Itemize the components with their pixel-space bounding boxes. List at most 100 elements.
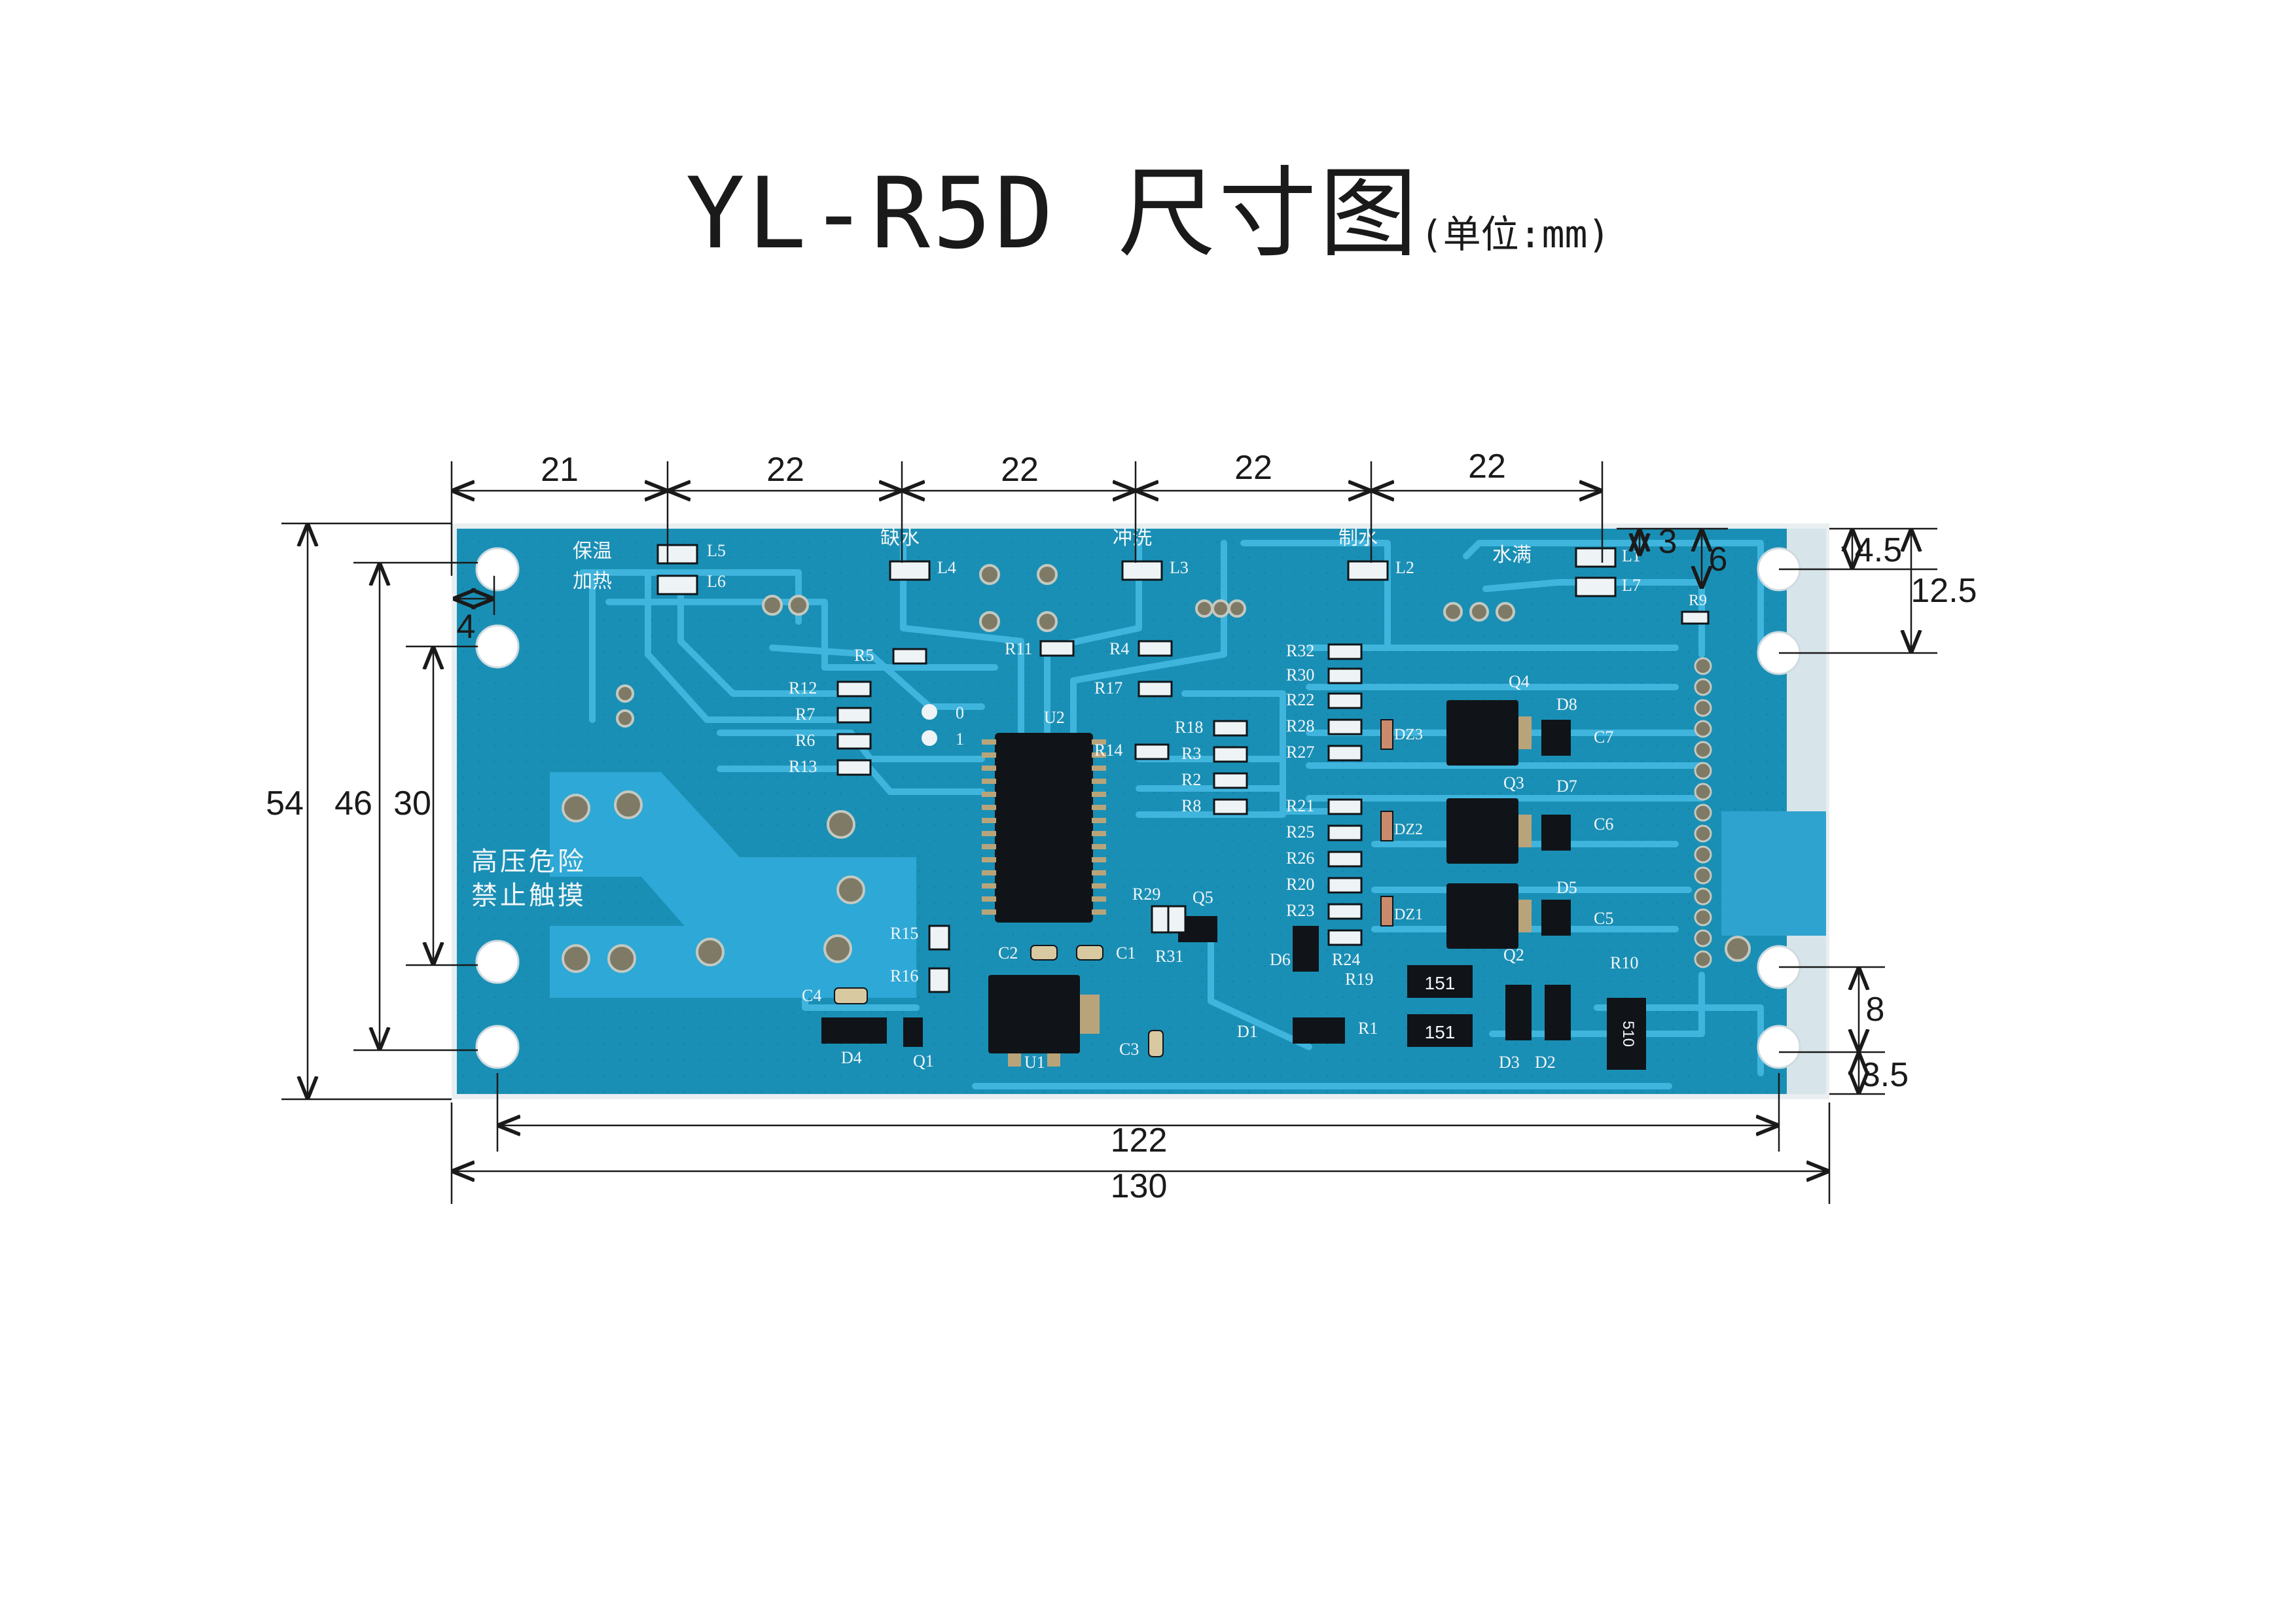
silk-led-name: L6 [707,572,726,591]
silk-ref: R3 [1181,744,1201,763]
silk-ref: DZ1 [1394,906,1423,923]
silk-ref: R1 [1358,1019,1378,1038]
mounting-hole [1757,1025,1801,1069]
dim-height-46: 46 [334,785,372,822]
dim-right-4-5: 4.5 [1855,531,1902,569]
silk-ref: D4 [841,1048,862,1067]
silk-ref: D6 [1270,950,1291,969]
dim-small-3: 3 [1659,523,1677,561]
resistor-code: 151 [1425,1022,1456,1042]
dim-right-12-5: 12.5 [1910,572,1977,610]
regulator-u1 [988,975,1100,1067]
silk-ref: R17 [1094,679,1122,697]
dim-top-1: 21 [541,451,579,489]
dim-top-3: 22 [1001,451,1039,489]
mosfets [1446,700,1532,949]
dim-edge-offset: 4 [457,608,476,646]
silk-ref: U1 [1024,1053,1045,1072]
dim-right-3-5: 3.5 [1861,1056,1909,1094]
mounting-hole [475,940,520,984]
silk-ref: DZ2 [1394,821,1423,838]
power-resistors: 151 151 510 [1407,965,1646,1070]
silk-ref: R30 [1286,665,1314,684]
silk-ref: R29 [1132,885,1160,904]
warning-high-voltage: 高压危险 [471,847,586,877]
silk-led-name: L4 [937,558,956,577]
silk-led-name: L2 [1395,558,1414,577]
silk-ref: C7 [1594,728,1613,747]
silk-ref: C3 [1119,1040,1139,1059]
silk-ref: Q1 [913,1051,934,1070]
label-heating: 加热 [573,570,612,593]
jumper-label-0: 0 [956,703,964,722]
silk-ref: R15 [890,924,918,943]
silk-ref: C5 [1594,909,1613,928]
label-no-water: 缺水 [880,527,920,550]
dim-right-8: 8 [1866,991,1885,1029]
silk-ref: DZ3 [1394,726,1423,743]
ic-u2 [982,733,1106,923]
silk-led-name: L7 [1622,576,1641,595]
silk-ref: D7 [1556,777,1577,796]
hv-copper-pour [550,772,916,929]
mounting-hole [475,547,520,591]
silk-led-name: L5 [707,541,726,560]
silk-ref: U2 [1044,708,1065,727]
silk-ref: Q5 [1193,888,1213,907]
dim-hole-span: 122 [1111,1121,1168,1159]
silk-ref: R25 [1286,822,1314,841]
silk-ref: R14 [1094,741,1122,760]
jumper-label-1: 1 [956,730,964,749]
silk-ref: D8 [1556,695,1577,714]
hv-copper-pour-lower [550,926,916,998]
silk-ref: C4 [802,986,821,1005]
dim-height-30: 30 [393,785,431,822]
silk-ref: Q4 [1509,672,1530,691]
silk-led-name: L1 [1622,546,1641,565]
silk-ref: R27 [1286,743,1314,762]
solder-pads [562,564,1751,973]
silk-ref: R24 [1332,950,1360,969]
silk-ref: R13 [789,757,817,776]
silk-ref: R19 [1345,970,1373,989]
silk-ref: R9 [1689,592,1707,609]
silk-ref: R8 [1181,796,1201,815]
dim-overall-width: 130 [1111,1167,1168,1205]
silk-ref: C1 [1116,944,1136,962]
mounting-hole [475,624,520,669]
page-title: YL-R5D 尺寸图(单位:mm) [0,134,2296,276]
silk-ref: R20 [1286,875,1314,894]
silk-ref: R11 [1005,639,1032,658]
silk-ref: R23 [1286,901,1314,920]
silk-ref: D3 [1499,1053,1520,1072]
silk-ref: R26 [1286,849,1314,868]
silk-ref: D5 [1556,878,1577,897]
silk-ref: R21 [1286,796,1314,815]
silk-ref: R22 [1286,690,1314,709]
silk-ref: C6 [1594,815,1613,834]
silk-ref: R31 [1155,947,1183,966]
silk-ref: R16 [890,966,918,985]
connector-header [1694,657,1712,968]
jumper-pad-1 [922,730,937,746]
silk-ref: R7 [795,705,815,724]
label-keep-warm: 保温 [573,540,612,563]
silk-ref: R32 [1286,641,1314,660]
dimension-labels: 21 22 22 22 22 122 130 54 46 30 4 4.5 12… [266,448,1977,1205]
jumper-pad-0 [922,704,937,720]
label-flush: 冲洗 [1113,527,1152,550]
mounting-hole [475,1025,520,1069]
silk-ref: D1 [1237,1022,1258,1041]
resistor-code: 510 [1619,1021,1637,1047]
resistor-code: 151 [1425,973,1456,993]
silk-ref: Q3 [1503,773,1524,792]
title-unit: (单位:mm) [1420,212,1611,256]
dim-top-4: 22 [1234,449,1272,487]
silk-ref: R5 [854,646,874,665]
silk-ref: C2 [998,944,1018,962]
capacitors [834,945,1164,1057]
title-main: YL-R5D 尺寸图 [685,157,1420,271]
mounting-holes [475,547,1801,1069]
silk-ref: R4 [1109,639,1129,658]
silk-ref: R18 [1175,718,1203,737]
